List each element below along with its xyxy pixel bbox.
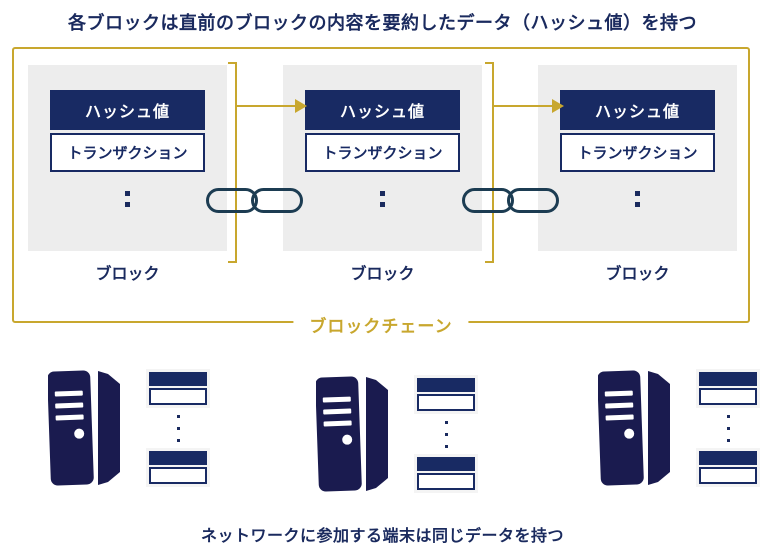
ellipsis-dots — [146, 414, 210, 442]
ellipsis-dots — [414, 420, 478, 448]
mini-hash-bar — [417, 378, 475, 392]
server-side-panel — [366, 377, 388, 491]
hash-value-box: ハッシュ値 — [560, 90, 715, 130]
mini-block-card — [696, 448, 760, 487]
mini-transaction-bar — [699, 388, 757, 405]
mini-block-card — [146, 369, 210, 408]
mini-transaction-bar — [417, 394, 475, 411]
mini-transaction-bar — [149, 388, 207, 405]
hash-value-box: ハッシュ値 — [305, 90, 460, 130]
hash-arrow-2-head — [552, 99, 564, 113]
transaction-box: トランザクション — [560, 133, 715, 172]
hash-summary-bracket-2 — [485, 62, 494, 263]
chain-link-icon — [507, 188, 559, 213]
network-caption: ネットワークに参加する端末は同じデータを持つ — [200, 528, 564, 545]
server-icon — [48, 370, 120, 486]
ellipsis-dots — [283, 191, 482, 207]
page-title: 各ブロックは直前のブロックの内容を要約したデータ（ハッシュ値）を持つ — [68, 13, 697, 33]
mini-hash-bar — [417, 457, 475, 471]
hash-summary-bracket-1 — [228, 62, 237, 263]
block-3: ハッシュ値 トランザクション — [538, 65, 737, 251]
transaction-box: トランザクション — [305, 133, 460, 172]
node-data-cards — [414, 375, 478, 493]
node-data-cards — [696, 369, 760, 487]
chain-link-icon — [251, 188, 303, 213]
server-icon — [316, 376, 388, 492]
block-label: ブロック — [605, 266, 670, 283]
mini-hash-bar — [699, 451, 757, 465]
hash-arrow-1-head — [295, 99, 307, 113]
ellipsis-dots — [28, 191, 227, 207]
mini-block-card — [696, 369, 760, 408]
mini-block-card — [414, 375, 478, 414]
mini-transaction-bar — [149, 467, 207, 484]
hash-value-box: ハッシュ値 — [50, 90, 205, 130]
blockchain-label: ブロックチェーン — [293, 312, 469, 337]
ellipsis-dots — [696, 414, 760, 442]
ellipsis-dots — [538, 191, 737, 207]
block-1: ハッシュ値 トランザクション — [28, 65, 227, 251]
mini-hash-bar — [149, 372, 207, 386]
mini-hash-bar — [149, 451, 207, 465]
network-node-3 — [598, 368, 760, 488]
hash-arrow-2 — [494, 105, 554, 107]
network-node-2 — [316, 374, 478, 494]
node-data-cards — [146, 369, 210, 487]
server-side-panel — [98, 371, 120, 485]
mini-transaction-bar — [699, 467, 757, 484]
transaction-box: トランザクション — [50, 133, 205, 172]
block-2: ハッシュ値 トランザクション — [283, 65, 482, 251]
hash-arrow-1 — [237, 105, 297, 107]
mini-block-card — [146, 448, 210, 487]
block-label: ブロック — [350, 266, 415, 283]
server-icon — [598, 370, 670, 486]
mini-hash-bar — [699, 372, 757, 386]
mini-block-card — [414, 454, 478, 493]
mini-transaction-bar — [417, 473, 475, 490]
network-node-1 — [48, 368, 210, 488]
block-label: ブロック — [95, 266, 160, 283]
server-side-panel — [648, 371, 670, 485]
